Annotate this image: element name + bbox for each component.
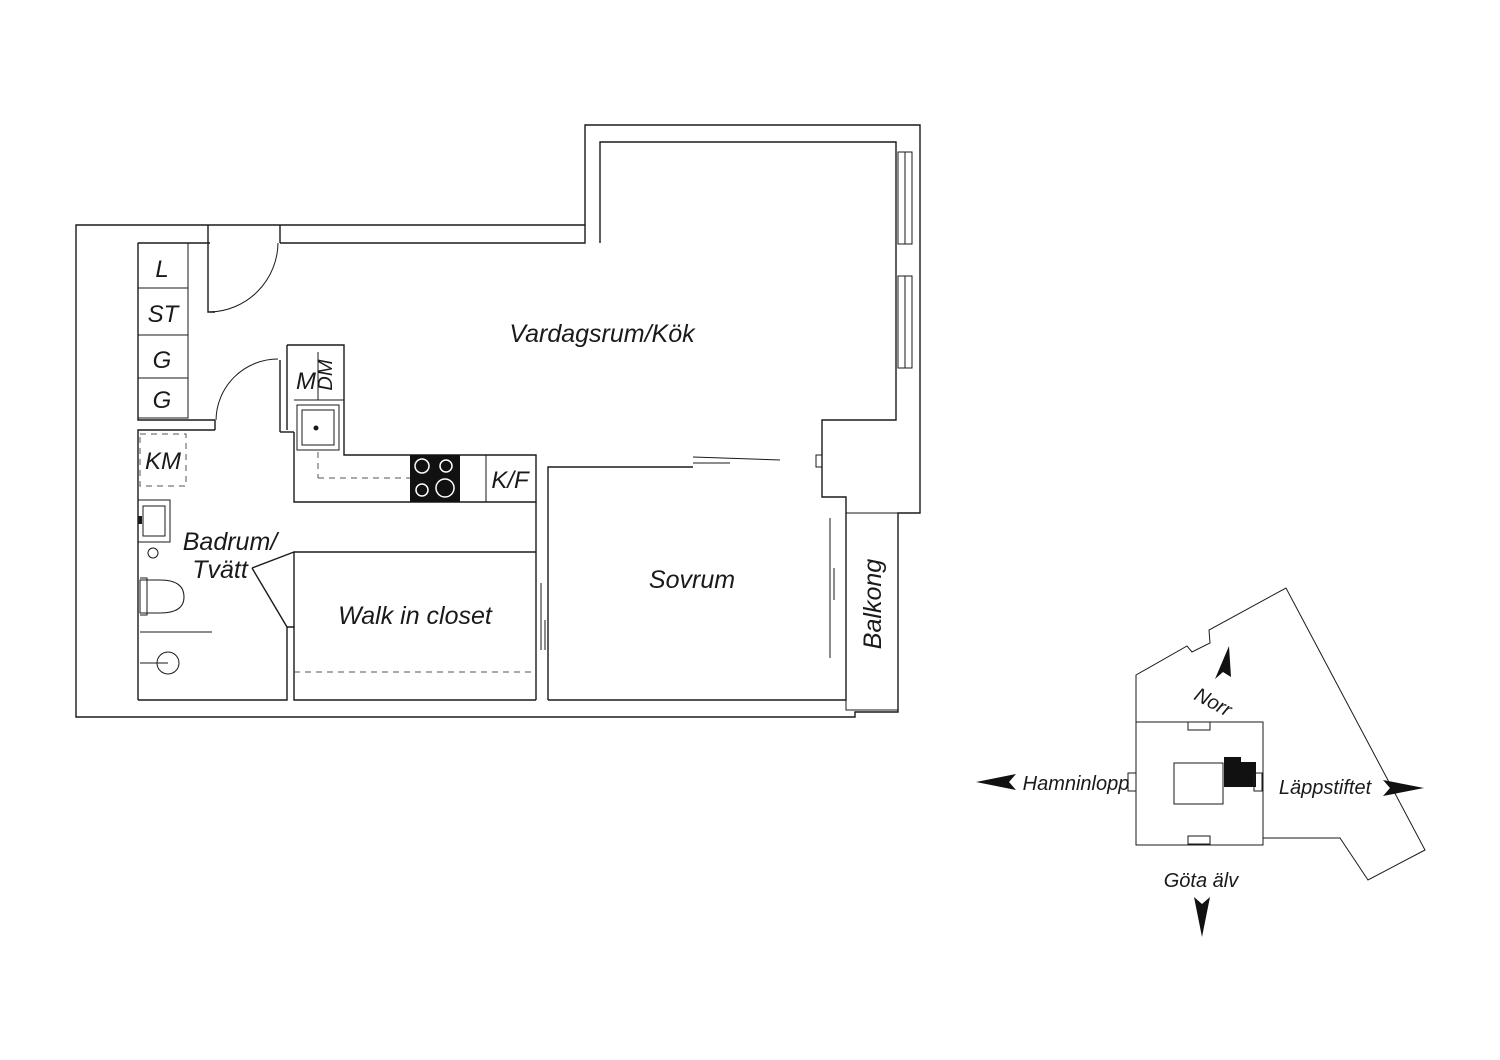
balcony bbox=[829, 512, 899, 711]
room-label-bathroom-line2: Tvätt bbox=[192, 556, 249, 584]
direction-label-south: Göta älv bbox=[1164, 870, 1239, 892]
site-map bbox=[1127, 587, 1426, 881]
arrow-north-icon bbox=[1215, 646, 1231, 679]
bedroom-wall bbox=[294, 466, 693, 700]
closet-angled-wall bbox=[251, 550, 295, 628]
stove bbox=[410, 455, 460, 502]
toilet bbox=[139, 577, 185, 616]
window-upper bbox=[897, 151, 913, 245]
fixture-label-linen: L bbox=[155, 256, 168, 283]
direction-label-north: Norr bbox=[1190, 684, 1236, 722]
window-lower bbox=[897, 275, 913, 369]
fixture-label-microwave: M bbox=[296, 368, 316, 395]
hall-storage bbox=[137, 242, 189, 419]
walk-in-closet bbox=[294, 583, 546, 673]
room-label-bedroom: Sovrum bbox=[649, 566, 735, 594]
arrow-west-icon bbox=[976, 774, 1016, 790]
room-label-balcony: Balkong bbox=[859, 559, 887, 649]
bathroom-door bbox=[214, 345, 294, 433]
fixture-label-storage: ST bbox=[148, 301, 181, 328]
arrow-south-icon bbox=[1194, 897, 1210, 937]
fixture-label-fridge-freezer: K/F bbox=[491, 467, 530, 494]
entrance-door bbox=[207, 242, 279, 313]
direction-label-east: Läppstiftet bbox=[1279, 777, 1373, 799]
room-label-living-kitchen: Vardagsrum/Kök bbox=[509, 320, 696, 348]
fixture-label-wardrobe-1: G bbox=[153, 347, 172, 374]
arrow-east-icon bbox=[1383, 780, 1424, 796]
fixture-label-dishwasher: DM bbox=[315, 359, 337, 390]
room-label-walk-in-closet: Walk in closet bbox=[338, 602, 493, 630]
direction-label-west: Hamninlopp bbox=[1023, 773, 1130, 795]
room-label-bathroom-line1: Badrum/ bbox=[183, 528, 281, 556]
bedroom-sliding-door bbox=[692, 456, 781, 464]
shower-head bbox=[140, 547, 180, 675]
bathroom-sink bbox=[137, 499, 171, 543]
kitchen-counter bbox=[287, 344, 537, 503]
washing-machine bbox=[139, 433, 187, 487]
fixture-label-washing-machine: KM bbox=[145, 448, 181, 475]
wall-notch bbox=[815, 454, 822, 468]
fixture-label-wardrobe-2: G bbox=[153, 387, 172, 414]
outer-walls bbox=[75, 124, 921, 718]
